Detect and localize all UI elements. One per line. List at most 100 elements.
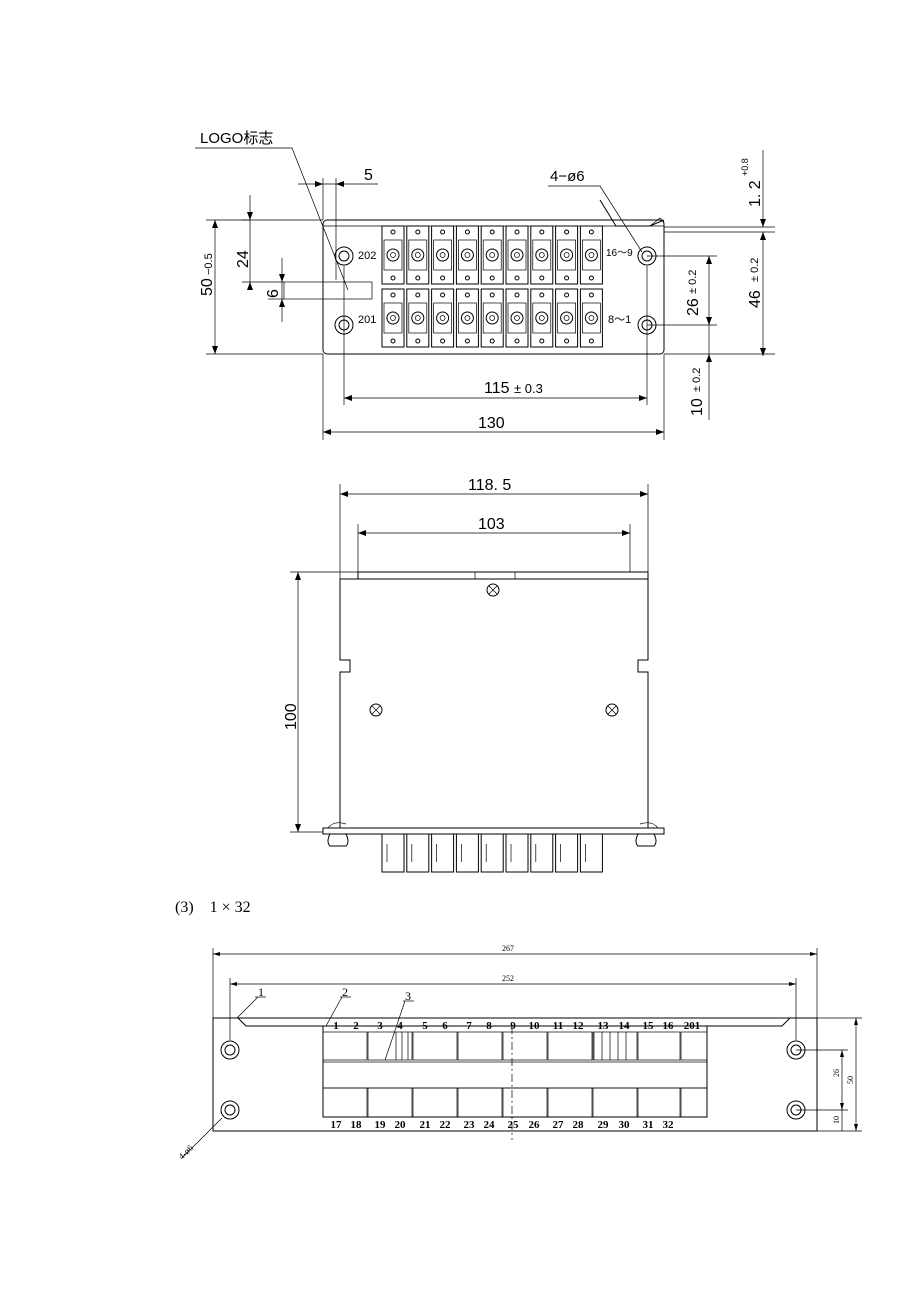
port-number-bottom: 29 bbox=[598, 1119, 610, 1131]
port-number-top: 10 bbox=[529, 1020, 541, 1032]
adapter-block bbox=[406, 225, 430, 285]
dim-46-tol: ± 0.2 bbox=[749, 258, 761, 282]
dim-267: 267 bbox=[502, 944, 514, 953]
adapter-block bbox=[455, 225, 479, 285]
port-number-bottom: 25 bbox=[508, 1119, 520, 1131]
adapter-block bbox=[480, 288, 504, 348]
port-number-top: 4 bbox=[397, 1020, 403, 1032]
range-top-label: 16～9 bbox=[606, 248, 633, 259]
dim-115: 115 bbox=[484, 380, 510, 397]
port-number-bottom: 32 bbox=[663, 1119, 675, 1131]
dim-252: 252 bbox=[502, 974, 514, 983]
dim-118-5: 118. 5 bbox=[468, 477, 511, 494]
port-number-bottom: 17 bbox=[331, 1119, 343, 1131]
dim-115-tol: ± 0.3 bbox=[514, 381, 543, 396]
dim-10: 10 bbox=[689, 398, 706, 416]
mounting-holes-1x32 bbox=[220, 1040, 806, 1120]
adapter-block bbox=[555, 288, 579, 348]
port-number-top: 15 bbox=[643, 1020, 655, 1032]
port-number-bottom: 27 bbox=[553, 1119, 565, 1131]
adapter-stubs bbox=[381, 833, 603, 873]
adapter-block bbox=[480, 225, 504, 285]
module-body bbox=[339, 578, 649, 829]
adapter-stub bbox=[505, 833, 529, 873]
port-number-top: 6 bbox=[442, 1020, 448, 1032]
adapter-block bbox=[381, 225, 405, 285]
logo-label: LOGO标志 bbox=[200, 130, 273, 147]
port-number-top: 14 bbox=[619, 1020, 631, 1032]
dim-26-1x32: 26 bbox=[832, 1069, 841, 1077]
port-number-bottom: 26 bbox=[529, 1119, 541, 1131]
dim-26-tol: ± 0.2 bbox=[687, 270, 699, 294]
port-number-top: 5 bbox=[422, 1020, 428, 1032]
callout-3: 3 bbox=[405, 989, 411, 1003]
port-number-top: 201 bbox=[684, 1020, 701, 1032]
port-number-top: 16 bbox=[663, 1020, 675, 1032]
dim-5: 5 bbox=[364, 167, 373, 184]
adapter-block bbox=[555, 225, 579, 285]
panel-outline bbox=[322, 219, 665, 355]
adapter-stub bbox=[431, 833, 455, 873]
port-number-bottom: 22 bbox=[440, 1119, 452, 1131]
callout-1: 1 bbox=[258, 985, 264, 999]
adapter-block bbox=[431, 225, 455, 285]
caption-number: (3) bbox=[175, 899, 194, 916]
adapter-block bbox=[530, 288, 554, 348]
logo-area bbox=[283, 281, 373, 300]
port-number-bottom: 30 bbox=[619, 1119, 631, 1131]
front-panel-edge bbox=[322, 827, 665, 835]
adapter-block bbox=[406, 288, 430, 348]
adapter-block bbox=[431, 288, 455, 348]
port-number-bottom: 24 bbox=[484, 1119, 496, 1131]
screws bbox=[369, 583, 619, 717]
row-bottom-label: 201 bbox=[358, 314, 376, 326]
dim-10-tol: ± 0.2 bbox=[691, 368, 703, 392]
port-number-bottom: 23 bbox=[464, 1119, 476, 1131]
port-number-bottom: 20 bbox=[395, 1119, 407, 1131]
port-number-top: 11 bbox=[553, 1020, 563, 1032]
port-number-top: 3 bbox=[377, 1020, 383, 1032]
figure-caption: (3) 1 × 32 bbox=[175, 899, 251, 917]
callout-2: 2 bbox=[342, 985, 348, 999]
dim-10-1x32: 10 bbox=[832, 1116, 841, 1124]
adapter-field-1x32 bbox=[322, 1031, 708, 1118]
row-top-label: 202 bbox=[358, 250, 376, 262]
adapter-block bbox=[505, 225, 529, 285]
holes-label: 4−ø6 bbox=[550, 168, 585, 185]
dim-24: 24 bbox=[235, 250, 252, 268]
dim-6: 6 bbox=[265, 289, 282, 298]
adapter-block bbox=[579, 288, 603, 348]
adapter-stub bbox=[480, 833, 504, 873]
caption-text: 1 × 32 bbox=[209, 899, 251, 916]
adapter-stub bbox=[579, 833, 603, 873]
dim-103: 103 bbox=[478, 516, 505, 533]
adapter-array bbox=[381, 225, 603, 348]
port-number-top: 1 bbox=[333, 1020, 339, 1032]
adapter-stub bbox=[406, 833, 430, 873]
dim-1-2: 1. 2 bbox=[747, 180, 764, 207]
port-number-bottom: 31 bbox=[643, 1119, 654, 1131]
dim-26: 26 bbox=[685, 298, 702, 316]
fig1-front-panel: LOGO标志 4−ø6 202 201 16～9 8～1 5 24 6 bbox=[195, 130, 775, 440]
dim-50-1x32: 50 bbox=[846, 1076, 855, 1084]
dim-1-2-tol: +0.8 bbox=[740, 158, 750, 176]
adapter-block bbox=[455, 288, 479, 348]
adapter-block bbox=[530, 225, 554, 285]
dim-46: 46 bbox=[747, 290, 764, 308]
dim-100: 100 bbox=[283, 703, 300, 730]
port-number-bottom: 19 bbox=[375, 1119, 387, 1131]
adapter-block bbox=[505, 288, 529, 348]
holes-label-1x32: 4-ø6 bbox=[176, 1142, 195, 1161]
port-number-top: 13 bbox=[598, 1020, 610, 1032]
adapter-block bbox=[381, 288, 405, 348]
adapter-stub bbox=[381, 833, 405, 873]
port-number-top: 2 bbox=[353, 1020, 359, 1032]
port-number-top: 8 bbox=[486, 1020, 492, 1032]
adapter-stub bbox=[555, 833, 579, 873]
dim-50-tol: −0.5 bbox=[203, 253, 215, 275]
panel-1x32-outline bbox=[212, 1017, 818, 1132]
